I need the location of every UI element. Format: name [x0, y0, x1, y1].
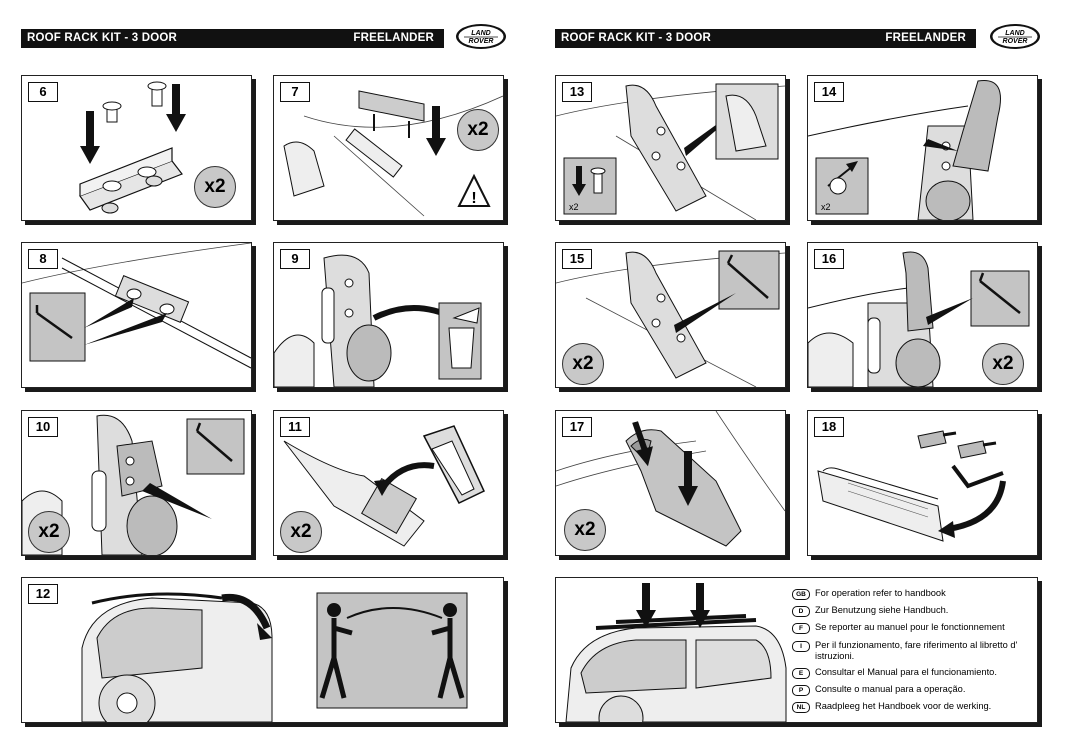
step-14-illustration	[808, 79, 1001, 220]
quantity-badge: x2	[28, 511, 70, 553]
logo-text-land: LAND	[1005, 30, 1024, 37]
right-header-bar: ROOF RACK KIT - 3 DOOR FREELANDER	[555, 29, 976, 48]
step-11-illustration	[283, 425, 485, 547]
step-8-panel: 8	[21, 242, 252, 388]
quantity-badge: x2	[457, 109, 499, 151]
step-number: 8	[28, 249, 58, 269]
step-9-illustration	[274, 254, 482, 387]
legend-text: Zur Benutzung siehe Handbuch.	[815, 605, 949, 616]
step-15-panel: 15 x2	[555, 242, 786, 388]
logo-text-rover: ROVER	[469, 38, 494, 45]
language-code: E	[792, 667, 810, 679]
quantity-badge: x2	[564, 509, 606, 551]
step-13-panel: 13 x2	[555, 75, 786, 221]
step-16-illustration	[808, 251, 1030, 387]
quantity-badge: x2	[562, 343, 604, 385]
step-number: 9	[280, 249, 310, 269]
step-number: 11	[280, 417, 310, 437]
quantity-note: x2	[569, 202, 579, 212]
quantity-badge: x2	[280, 511, 322, 553]
quantity-note: x2	[821, 202, 831, 212]
quantity-badge: x2	[194, 166, 236, 208]
step-number: 6	[28, 82, 58, 102]
step-16-panel: 16 x2	[807, 242, 1038, 388]
legend-row: E Consultar el Manual para el funcionamie…	[792, 667, 1032, 679]
land-rover-logo-left: LAND ROVER	[455, 23, 507, 50]
legend-row: F Se reporter au manuel pour le fonctionn…	[792, 622, 1032, 635]
step-6-panel: 6 x2	[21, 75, 252, 221]
handbook-reference-panel: GB For operation refer to handbook D Zur B…	[555, 577, 1038, 723]
step-number: 14	[814, 82, 844, 102]
legend-text: Se reporter au manuel pour le fonctionne…	[815, 622, 1005, 633]
language-code: GB	[792, 589, 810, 600]
legend-text: Raadpleeg het Handboek voor de werking.	[815, 701, 992, 712]
legend-row: D Zur Benutzung siehe Handbuch.	[792, 605, 1032, 618]
legend-row: NL Raadpleeg het Handboek voor de werking…	[792, 701, 1032, 714]
language-code: NL	[792, 702, 810, 714]
step-8-illustration	[22, 243, 251, 369]
logo-text-land: LAND	[471, 30, 490, 37]
legend-row: GB For operation refer to handbook	[792, 588, 1032, 600]
step-11-panel: 11 x2	[273, 410, 504, 556]
right-header-brand: FREELANDER	[885, 32, 966, 44]
step-9-panel: 9	[273, 242, 504, 388]
step-15-illustration	[556, 250, 785, 387]
right-header-title: ROOF RACK KIT - 3 DOOR	[561, 32, 712, 44]
step-6-illustration	[79, 81, 186, 214]
svg-text:!: !	[471, 190, 476, 207]
step-18-panel: 18	[807, 410, 1038, 556]
legend-row: I Per il funzionamento, fare riferimento …	[792, 640, 1032, 662]
left-header-title: ROOF RACK KIT - 3 DOOR	[27, 32, 178, 44]
step-number: 10	[28, 417, 58, 437]
step-7-panel: 7 ! x2	[273, 75, 504, 221]
step-number: 13	[562, 82, 592, 102]
land-rover-logo-right: LAND ROVER	[989, 23, 1041, 50]
legend-row: P Consulte o manual para a operação.	[792, 684, 1032, 696]
language-code: F	[792, 623, 810, 635]
quantity-badge: x2	[982, 343, 1024, 385]
step-12-panel: 12	[21, 577, 504, 723]
language-code: P	[792, 684, 810, 696]
step-7-illustration: !	[283, 90, 503, 217]
left-header-bar: ROOF RACK KIT - 3 DOOR FREELANDER	[21, 29, 444, 48]
roof-rack-car-illustration	[565, 583, 787, 722]
step-number: 18	[814, 417, 844, 437]
step-14-panel: 14 x2	[807, 75, 1038, 221]
step-number: 15	[562, 249, 592, 269]
step-13-illustration	[556, 83, 785, 220]
step-number: 16	[814, 249, 844, 269]
left-header-brand: FREELANDER	[353, 32, 434, 44]
legend-text: Per il funzionamento, fare riferimento a…	[815, 639, 1018, 661]
legend-text: Consultar el Manual para el funcionamien…	[815, 666, 997, 677]
step-number: 12	[28, 584, 58, 604]
step-18-illustration	[817, 430, 1006, 542]
legend-text: Consulte o manual para a operação.	[815, 683, 966, 694]
step-10-panel: 10 x2	[21, 410, 252, 556]
step-17-panel: 17 x2	[555, 410, 786, 556]
legend-text: For operation refer to handbook	[815, 588, 946, 598]
step-number: 17	[562, 417, 592, 437]
step-17-illustration	[556, 411, 785, 547]
step-12-illustration	[81, 592, 468, 722]
language-code: D	[792, 606, 810, 618]
step-number: 7	[280, 82, 310, 102]
logo-text-rover: ROVER	[1003, 38, 1028, 45]
language-code: I	[792, 640, 810, 652]
handbook-legend: GB For operation refer to handbook D Zur B…	[792, 588, 1032, 718]
